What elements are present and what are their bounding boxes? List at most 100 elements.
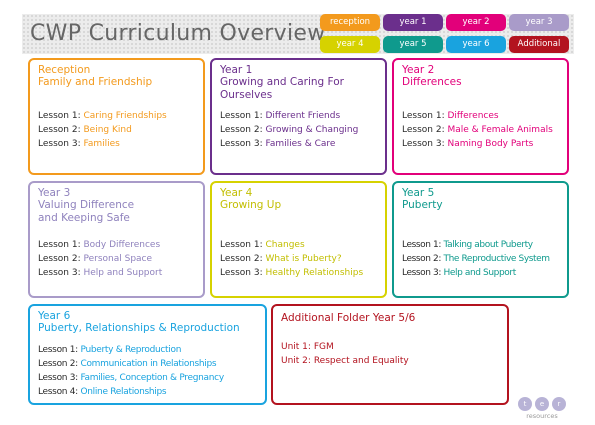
- logo-word: resources: [526, 412, 558, 420]
- lesson-label: Lesson 3:: [38, 373, 78, 383]
- tab-year-3[interactable]: year 3: [509, 14, 569, 31]
- card-topic: Differences: [402, 76, 462, 88]
- lesson-link[interactable]: Puberty & Reproduction: [80, 345, 182, 355]
- lesson-item: Lesson 2: Communication in Relationships: [38, 357, 224, 371]
- card-year: Year 4: [220, 187, 253, 199]
- lesson-list: Unit 1: FGM Unit 2: Respect and Equality: [281, 340, 409, 368]
- lesson-label: Lesson 1:: [38, 345, 78, 355]
- lesson-link[interactable]: Body Differences: [83, 240, 161, 250]
- lesson-label: Lesson 3:: [220, 139, 263, 149]
- lesson-link[interactable]: Respect and Equality: [313, 356, 409, 366]
- lesson-item: Lesson 3: Families & Care: [220, 137, 358, 151]
- lesson-link[interactable]: Male & Female Animals: [447, 125, 553, 135]
- lesson-list: Lesson 1: Talking about Puberty Lesson 2…: [402, 238, 550, 280]
- lesson-link[interactable]: Communication in Relationships: [80, 359, 217, 369]
- lesson-item: Lesson 2: Being Kind: [38, 123, 167, 137]
- lesson-item: Lesson 2: Male & Female Animals: [402, 123, 553, 137]
- lesson-link[interactable]: Caring Friendships: [83, 111, 167, 121]
- lesson-link[interactable]: Growing & Changing: [265, 125, 359, 135]
- card-topic: Growing and Caring For Ourselves: [220, 76, 344, 101]
- lesson-label: Lesson 1:: [402, 111, 445, 121]
- lesson-item: Lesson 1: Different Friends: [220, 109, 358, 123]
- lesson-item: Lesson 1: Changes: [220, 238, 363, 252]
- lesson-link[interactable]: Families: [83, 139, 120, 149]
- tab-year-2[interactable]: year 2: [446, 14, 506, 31]
- card-year-5: Year 5 Puberty Lesson 1: Talking about P…: [392, 181, 569, 298]
- tab-reception[interactable]: reception: [320, 14, 380, 31]
- card-year-1: Year 1 Growing and Caring For Ourselves …: [210, 58, 387, 175]
- lesson-link[interactable]: Personal Space: [83, 254, 153, 264]
- resources-logo: t e r resources: [516, 397, 568, 421]
- lesson-label: Lesson 2:: [220, 125, 263, 135]
- lesson-link[interactable]: What is Puberty?: [265, 254, 342, 264]
- lesson-link[interactable]: Help and Support: [83, 268, 163, 278]
- lesson-list: Lesson 1: Different Friends Lesson 2: Gr…: [220, 109, 358, 151]
- tab-year-6[interactable]: year 6: [446, 36, 506, 53]
- lesson-list: Lesson 1: Puberty & Reproduction Lesson …: [38, 343, 224, 399]
- lesson-list: Lesson 1: Changes Lesson 2: What is Pube…: [220, 238, 363, 280]
- lesson-label: Lesson 2:: [38, 359, 78, 369]
- lesson-link[interactable]: Families, Conception & Pregnancy: [80, 373, 224, 383]
- card-year-2: Year 2 Differences Lesson 1: Differences…: [392, 58, 569, 175]
- lesson-item: Lesson 2: What is Puberty?: [220, 252, 363, 266]
- page-title: CWP Curriculum Overview: [30, 21, 326, 46]
- lesson-item: Lesson 4: Online Relationships: [38, 385, 224, 399]
- lesson-label: Lesson 3:: [38, 139, 81, 149]
- lesson-item: Lesson 1: Puberty & Reproduction: [38, 343, 224, 357]
- lesson-item: Lesson 3: Naming Body Parts: [402, 137, 553, 151]
- lesson-list: Lesson 1: Body Differences Lesson 2: Per…: [38, 238, 162, 280]
- lesson-link[interactable]: Families & Care: [265, 139, 336, 149]
- card-topic: Valuing Difference and Keeping Safe: [38, 199, 135, 224]
- lesson-link[interactable]: Different Friends: [265, 111, 341, 121]
- card-topic: Growing Up: [220, 199, 282, 211]
- card-year: Year 6: [38, 310, 71, 322]
- lesson-link[interactable]: Being Kind: [83, 125, 132, 135]
- card-reception: Reception Family and Friendship Lesson 1…: [28, 58, 205, 175]
- card-year: Year 3: [38, 187, 71, 199]
- lesson-label: Lesson 2:: [402, 125, 445, 135]
- lesson-label: Lesson 3:: [38, 268, 81, 278]
- lesson-item: Lesson 2: Growing & Changing: [220, 123, 358, 137]
- lesson-list: Lesson 1: Caring Friendships Lesson 2: B…: [38, 109, 167, 151]
- tab-year-1[interactable]: year 1: [383, 14, 443, 31]
- lesson-item: Lesson 2: Personal Space: [38, 252, 162, 266]
- card-year-4: Year 4 Growing Up Lesson 1: Changes Less…: [210, 181, 387, 298]
- lesson-link[interactable]: Naming Body Parts: [447, 139, 534, 149]
- logo-letter: r: [552, 397, 566, 411]
- lesson-item: Lesson 1: Caring Friendships: [38, 109, 167, 123]
- lesson-label: Lesson 3:: [220, 268, 263, 278]
- lesson-label: Lesson 2:: [402, 254, 442, 264]
- lesson-link[interactable]: Changes: [265, 240, 305, 250]
- card-year: Year 2: [402, 64, 435, 76]
- lesson-link[interactable]: FGM: [313, 342, 334, 352]
- lesson-item: Unit 2: Respect and Equality: [281, 354, 409, 368]
- tab-additional[interactable]: Additional: [509, 36, 569, 53]
- card-year-6: Year 6 Puberty, Relationships & Reproduc…: [28, 304, 267, 405]
- card-additional: Additional Folder Year 5/6 Unit 1: FGM U…: [271, 304, 509, 405]
- lesson-link[interactable]: Healthy Relationships: [265, 268, 364, 278]
- lesson-link[interactable]: Talking about Puberty: [443, 240, 533, 250]
- lesson-link[interactable]: Help and Support: [443, 268, 516, 278]
- lesson-label: Lesson 1:: [220, 240, 263, 250]
- lesson-label: Lesson 1:: [38, 240, 81, 250]
- lesson-link[interactable]: The Reproductive System: [443, 254, 550, 264]
- lesson-label: Lesson 1:: [402, 240, 442, 250]
- tab-year-4[interactable]: year 4: [320, 36, 380, 53]
- lesson-label: Lesson 1:: [220, 111, 263, 121]
- lesson-label[interactable]: Unit 1:: [281, 342, 311, 352]
- lesson-label: Lesson 2:: [38, 125, 81, 135]
- tab-year-5[interactable]: year 5: [383, 36, 443, 53]
- lesson-item: Lesson 3: Families, Conception & Pregnan…: [38, 371, 224, 385]
- lesson-link[interactable]: Differences: [447, 111, 499, 121]
- lesson-item: Lesson 1: Body Differences: [38, 238, 162, 252]
- lesson-link[interactable]: Online Relationships: [80, 387, 167, 397]
- lesson-label: Lesson 2:: [220, 254, 263, 264]
- lesson-item: Lesson 1: Talking about Puberty: [402, 238, 550, 252]
- lesson-item: Lesson 3: Healthy Relationships: [220, 266, 363, 280]
- lesson-item: Lesson 3: Families: [38, 137, 167, 151]
- card-topic: Puberty: [402, 199, 443, 211]
- card-year-3: Year 3 Valuing Difference and Keeping Sa…: [28, 181, 205, 298]
- card-year: Year 5: [402, 187, 435, 199]
- lesson-label[interactable]: Unit 2:: [281, 356, 311, 366]
- card-topic: Family and Friendship: [38, 76, 153, 88]
